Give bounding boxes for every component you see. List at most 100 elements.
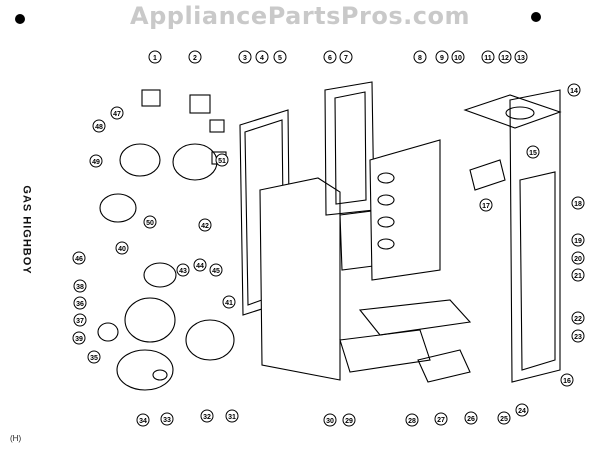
callout-44: 44 [193,258,207,272]
svg-text:21: 21 [574,273,582,280]
transformer [189,94,211,114]
svg-text:39: 39 [75,336,83,343]
callout-35: 35 [87,350,101,364]
svg-text:15: 15 [529,150,537,157]
callout-39: 39 [72,331,86,345]
heat-exchanger [369,139,441,281]
callout-18: 18 [571,196,585,210]
svg-text:1: 1 [153,55,157,62]
inducer-housing [99,193,137,223]
callout-13: 13 [514,50,528,64]
callout-19: 19 [571,233,585,247]
page-mark: (H) [10,434,22,443]
svg-text:13: 13 [517,55,525,62]
svg-text:46: 46 [75,256,83,263]
svg-text:9: 9 [440,55,444,62]
svg-text:19: 19 [574,238,582,245]
callout-9: 9 [435,50,449,64]
callout-28: 28 [405,413,419,427]
svg-text:32: 32 [203,414,211,421]
callout-25: 25 [497,411,511,425]
pulley [152,369,168,381]
svg-text:2: 2 [193,55,197,62]
svg-text:8: 8 [418,55,422,62]
svg-text:20: 20 [574,256,582,263]
callout-32: 32 [200,409,214,423]
callout-30: 30 [323,413,337,427]
svg-text:22: 22 [574,316,582,323]
callout-8: 8 [413,50,427,64]
svg-text:23: 23 [574,334,582,341]
svg-text:25: 25 [500,416,508,423]
callout-5: 5 [273,50,287,64]
callout-40: 40 [115,241,129,255]
control-board [185,319,235,361]
callout-17: 17 [479,198,493,212]
callout-48: 48 [92,119,106,133]
callout-14: 14 [567,83,581,97]
svg-text:48: 48 [95,124,103,131]
svg-text:11: 11 [484,55,492,62]
svg-text:26: 26 [467,416,475,423]
svg-text:18: 18 [574,201,582,208]
svg-text:38: 38 [76,284,84,291]
callout-27: 27 [434,412,448,426]
callout-labels: 1 2 3 4 5 6 7 8 9 10 11 12 13 14 15 16 1… [72,50,585,427]
svg-text:51: 51 [218,158,226,165]
svg-text:50: 50 [146,220,154,227]
svg-text:7: 7 [344,55,348,62]
motor-plate [172,143,218,181]
callout-46: 46 [72,251,86,265]
svg-text:44: 44 [196,263,204,270]
callout-1: 1 [148,50,162,64]
part-outlines [97,81,562,391]
svg-text:49: 49 [92,159,100,166]
callout-37: 37 [73,313,87,327]
callout-26: 26 [464,411,478,425]
svg-text:33: 33 [163,417,171,424]
callout-33: 33 [160,412,174,426]
svg-text:27: 27 [437,417,445,424]
callout-7: 7 [339,50,353,64]
callout-16: 16 [560,373,574,387]
callout-2: 2 [188,50,202,64]
top-panel [463,94,562,129]
svg-text:14: 14 [570,88,578,95]
filter-tray [417,349,471,383]
callout-10: 10 [451,50,465,64]
callout-22: 22 [571,311,585,325]
blower-wheel-small [97,322,119,342]
callout-3: 3 [238,50,252,64]
side-panel-left-inner [334,91,367,205]
callout-11: 11 [481,50,495,64]
svg-text:45: 45 [212,268,220,275]
blower-wheel [143,262,177,288]
callout-36: 36 [73,296,87,310]
callout-51: 51 [215,153,229,167]
svg-text:29: 29 [345,418,353,425]
relay [209,119,225,133]
callout-41: 41 [222,295,236,309]
callout-24: 24 [515,403,529,417]
svg-text:43: 43 [179,268,187,275]
callout-43: 43 [176,263,190,277]
svg-text:41: 41 [225,300,233,307]
svg-text:24: 24 [518,408,526,415]
svg-text:47: 47 [113,111,121,118]
svg-text:36: 36 [76,301,84,308]
callout-4: 4 [255,50,269,64]
base-tray-upper [358,299,472,336]
callout-15: 15 [526,145,540,159]
callout-29: 29 [342,413,356,427]
cabinet-right-panel [509,89,561,383]
base-tray-lower [339,329,431,373]
corner-dot-top-right [531,12,541,22]
limit-switch [141,89,161,107]
corner-dot-top-left [15,14,25,24]
svg-text:4: 4 [260,55,264,62]
cabinet-right-door [519,171,556,371]
callout-50: 50 [143,215,157,229]
filter-box [469,159,506,191]
svg-text:16: 16 [563,378,571,385]
